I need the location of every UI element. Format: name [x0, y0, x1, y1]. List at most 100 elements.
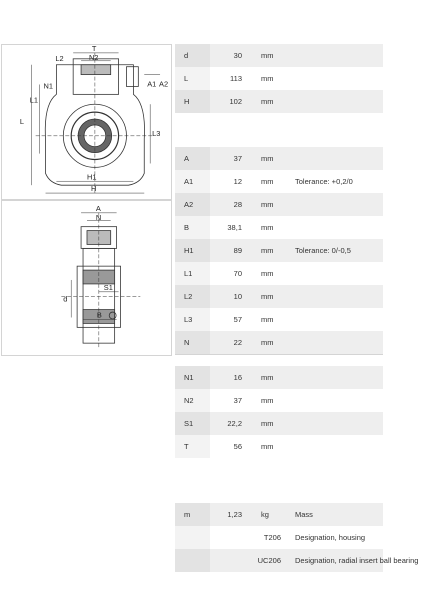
spec-row-n1: N1 16 mm	[175, 366, 383, 389]
spec-note: Mass	[295, 510, 313, 519]
spec-row-s1: S1 22,2 mm	[175, 412, 383, 435]
spec-unit: mm	[261, 338, 274, 347]
spec-row-a2: A2 28 mm	[175, 193, 383, 216]
dim-label-n: N	[96, 213, 101, 222]
spec-key: A2	[175, 193, 210, 216]
dim-label-a: A	[96, 204, 101, 213]
spec-value: 37	[233, 396, 242, 405]
housing-front-view-svg: T N2 L2 N1 L1 L A1 A2 L3 H1 H	[20, 45, 168, 194]
spec-row-housing-designation: T206 Designation, housing	[175, 526, 383, 549]
spec-value: 113	[230, 74, 242, 83]
spec-row-bearing-designation: UC206 Designation, radial insert ball be…	[175, 549, 418, 572]
spec-unit: mm	[261, 373, 274, 382]
spec-value: 37	[233, 154, 242, 163]
dim-label-n1: N1	[44, 81, 53, 90]
spec-unit: mm	[261, 51, 274, 60]
spec-row-mass: m 1,23 kg Mass	[175, 503, 383, 526]
spec-key: L3	[175, 308, 210, 331]
spec-unit: kg	[261, 510, 269, 519]
spec-note: Tolerance: 0/-0,5	[295, 246, 351, 255]
spec-value: 38,1	[227, 223, 242, 232]
spec-unit: mm	[261, 74, 274, 83]
spec-key: N	[175, 331, 210, 354]
spec-note: Designation, housing	[295, 533, 366, 542]
dim-label-b: B	[97, 310, 102, 319]
spec-key: T	[175, 435, 210, 458]
spec-key	[175, 549, 210, 572]
spec-row-b: B 38,1 mm	[175, 216, 383, 239]
spec-row-l: L 113 mm	[175, 67, 383, 90]
spec-unit: mm	[261, 154, 274, 163]
spec-value: 12	[233, 177, 242, 186]
spec-value: UC206	[257, 556, 281, 565]
dim-label-n2: N2	[89, 53, 98, 62]
dim-label-l3: L3	[152, 129, 160, 138]
spec-row-a1: A1 12 mm Tolerance: +0,2/0	[175, 170, 383, 193]
spec-value: 89	[233, 246, 242, 255]
spec-value: 57	[233, 315, 242, 324]
spec-value: 10	[233, 292, 242, 301]
spec-value: 22	[233, 338, 242, 347]
spec-key: B	[175, 216, 210, 239]
spec-unit: mm	[261, 177, 274, 186]
spec-table: d 30 mm L 113 mm H 102 mm A 37 mm A1 12 …	[175, 44, 418, 572]
spec-row-l1: L1 70 mm	[175, 262, 383, 285]
spec-value: 56	[233, 442, 242, 451]
spec-row-l3: L3 57 mm	[175, 308, 383, 331]
dim-label-h1: H1	[87, 172, 96, 181]
spec-key: L1	[175, 262, 210, 285]
spec-unit: mm	[261, 246, 274, 255]
spec-note: Designation, radial insert ball bearing	[295, 556, 419, 565]
spec-value: 22,2	[227, 419, 242, 428]
spec-row-h1: H1 89 mm Tolerance: 0/-0,5	[175, 239, 383, 262]
spec-unit: mm	[261, 419, 274, 428]
spec-key: L	[175, 67, 210, 90]
spec-value: 1,23	[227, 510, 242, 519]
spec-unit: mm	[261, 292, 274, 301]
spec-value: 102	[229, 97, 242, 106]
spec-key: H	[175, 90, 210, 113]
spec-unit: mm	[261, 442, 274, 451]
spec-row-h: H 102 mm	[175, 90, 383, 113]
spec-row-t: T 56 mm	[175, 435, 383, 458]
housing-front-view-drawing: T N2 L2 N1 L1 L A1 A2 L3 H1 H	[1, 44, 172, 200]
spec-value: 70	[233, 269, 242, 278]
dim-label-a2: A2	[159, 79, 168, 88]
dim-label-l2: L2	[55, 54, 63, 63]
spec-key: L2	[175, 285, 210, 308]
spec-key: A	[175, 147, 210, 170]
spec-key: N2	[175, 389, 210, 412]
dim-label-l: L	[20, 117, 24, 126]
spec-key: H1	[175, 239, 210, 262]
spec-spacer	[175, 354, 383, 366]
spec-row-n: N 22 mm	[175, 331, 383, 354]
dim-label-s1: S1	[104, 283, 113, 292]
spec-key: N1	[175, 366, 210, 389]
spec-unit: mm	[261, 200, 274, 209]
housing-side-section-svg: A N S1 d B	[61, 204, 141, 350]
spec-unit: mm	[261, 396, 274, 405]
dim-label-l1: L1	[30, 95, 38, 104]
housing-side-section-drawing: A N S1 d B	[1, 200, 172, 356]
spec-row-l2: L2 10 mm	[175, 285, 383, 308]
spec-value: T206	[263, 533, 281, 542]
spec-spacer	[175, 113, 383, 147]
dim-label-t: T	[92, 45, 97, 53]
spec-key	[175, 526, 210, 549]
spec-row-a: A 37 mm	[175, 147, 383, 170]
spec-key: d	[175, 44, 210, 67]
spec-row-d: d 30 mm	[175, 44, 383, 67]
spec-note: Tolerance: +0,2/0	[295, 177, 353, 186]
spec-key: S1	[175, 412, 210, 435]
spec-value: 16	[233, 373, 242, 382]
dim-label-a1: A1	[147, 79, 156, 88]
spec-unit: mm	[261, 97, 274, 106]
dim-label-h: H	[91, 184, 96, 193]
spec-row-n2: N2 37 mm	[175, 389, 383, 412]
spec-key: m	[175, 503, 210, 526]
dim-label-d: d	[63, 295, 67, 304]
spec-value: 30	[233, 51, 242, 60]
spec-key: A1	[175, 170, 210, 193]
spec-unit: mm	[261, 269, 274, 278]
spec-unit: mm	[261, 315, 274, 324]
